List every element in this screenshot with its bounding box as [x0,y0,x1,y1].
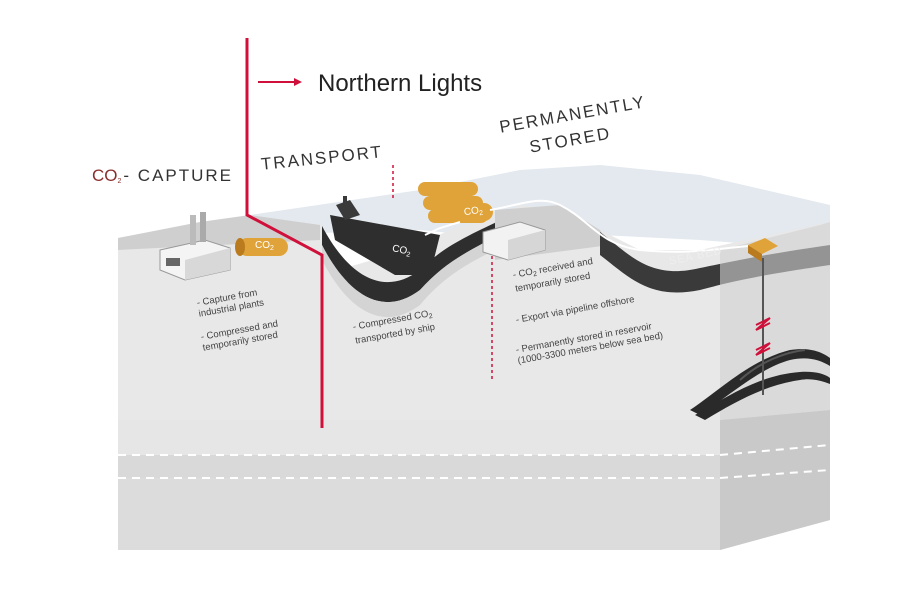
terminal-icon [482,221,546,261]
platform-icon [748,238,778,395]
capture-tank-label: CO2 [255,240,274,252]
stored-tank-sub: 2 [478,209,484,218]
capture-tank-co: CO [255,240,270,251]
transport-note-sub: 2 [428,312,434,321]
page-title: Northern Lights [318,70,483,97]
stored-tank-co: CO [463,205,480,219]
capture-heading: CO2- CAPTURE [92,166,233,186]
arrow-right-icon [258,78,302,86]
ship-pipe [424,221,461,236]
lower-ground-block [118,400,831,550]
capture-tank-sub: 2 [270,245,274,252]
factory-icon [159,212,231,281]
ship-icon [330,196,440,275]
capture-co2-sub: 2 [117,178,124,185]
capture-label: - CAPTURE [123,166,234,185]
stored-note1-prefix: - CO [512,266,534,281]
tank-icon [418,182,493,223]
pipeline [489,199,761,253]
tank-icon [235,238,288,256]
capture-co2-prefix: CO [92,166,118,185]
capture-transport-divider [245,38,324,428]
